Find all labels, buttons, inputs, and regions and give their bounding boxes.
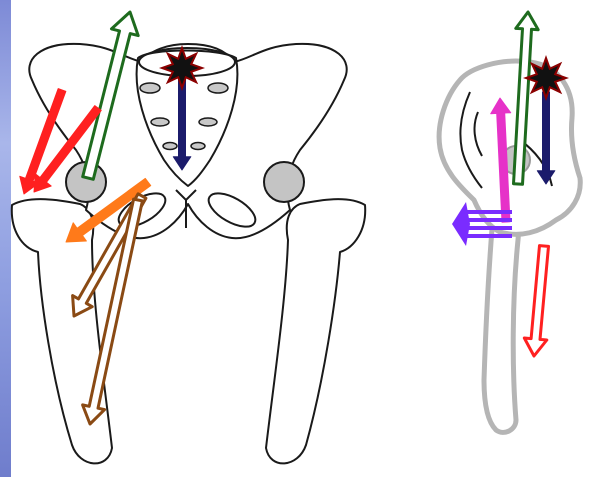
side-violet-arrow-head — [452, 202, 470, 246]
side-red-down-arrow — [524, 246, 548, 356]
side-center-of-mass-star-icon — [526, 58, 566, 98]
right-hip-joint — [264, 162, 304, 202]
sacral-foramen — [140, 83, 160, 93]
sacral-foramen — [151, 118, 169, 126]
sacral-foramen — [208, 83, 228, 93]
front-center-of-mass-star-icon — [162, 48, 202, 88]
side-femur — [484, 205, 518, 432]
right-femur — [266, 199, 365, 463]
sacral-foramen — [199, 118, 217, 126]
sacral-foramen — [163, 143, 177, 150]
sacral-foramen — [191, 143, 205, 150]
front-view — [12, 44, 365, 464]
left-femur — [12, 199, 112, 463]
side-view — [439, 61, 580, 432]
